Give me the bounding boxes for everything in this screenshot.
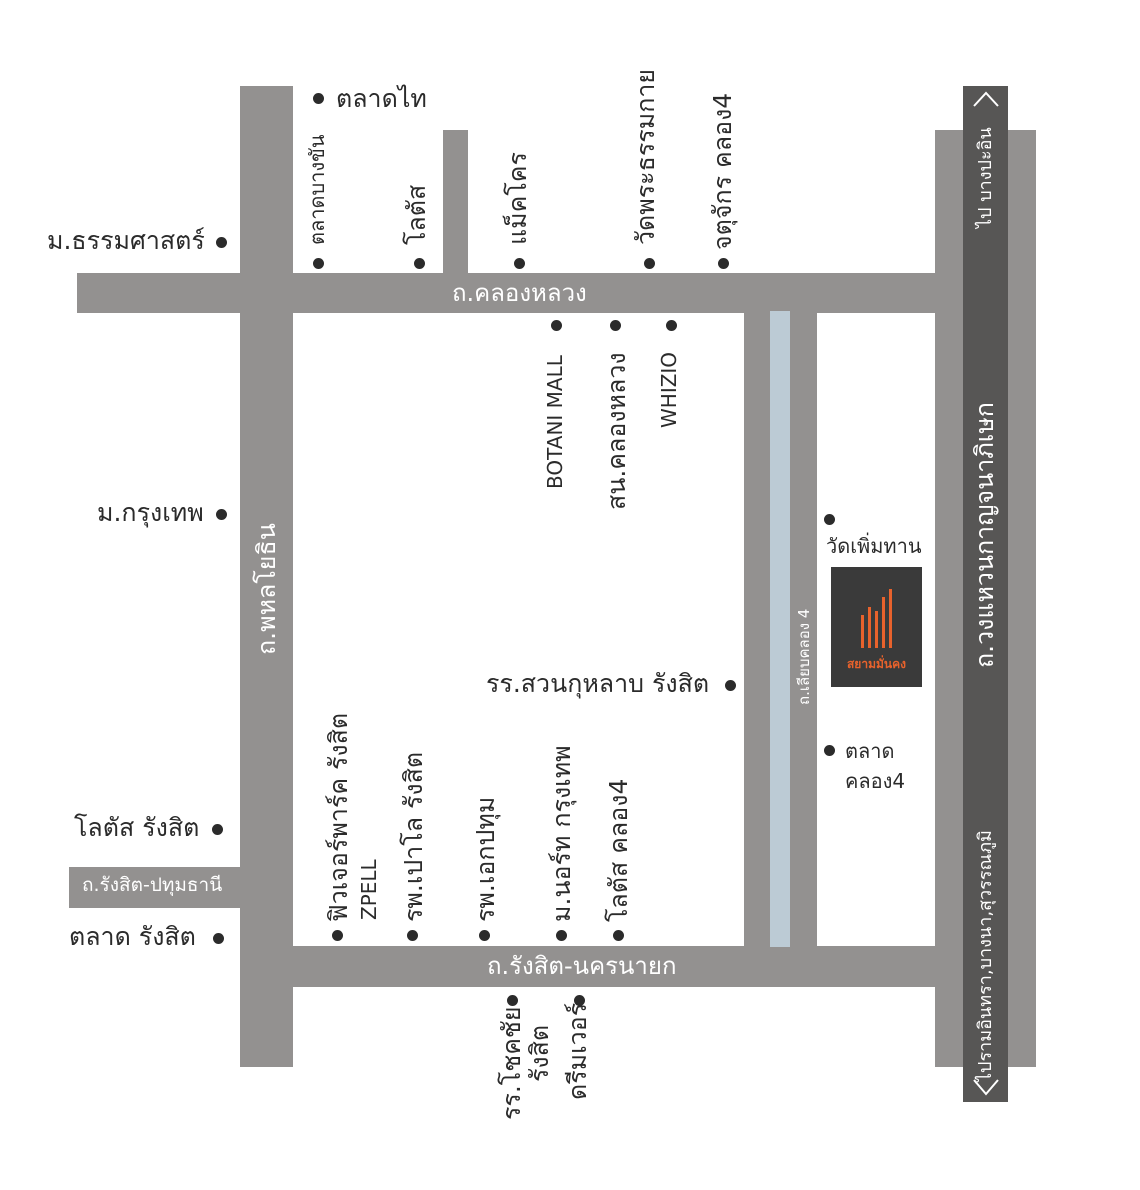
side-road-top bbox=[443, 130, 468, 275]
talat-khlong4-label-a: ตลาด bbox=[845, 739, 895, 763]
project-logo: สยามมั่นคง bbox=[831, 567, 922, 687]
khlong-4-canal bbox=[770, 311, 790, 947]
lotus-khlong4-label: โลตัส คลอง4 bbox=[604, 778, 633, 922]
wat-phra-dhammakaya-label: วัดพระธรรมกาย bbox=[631, 68, 660, 245]
future-park-label: ฟิวเจอร์พาร์ค รังสิต bbox=[324, 712, 353, 922]
zpell-label: ZPELL bbox=[357, 859, 381, 920]
makro-marker bbox=[514, 258, 525, 269]
building-bars-icon bbox=[861, 589, 892, 648]
thammasat-label: ม.ธรรมศาสตร์ bbox=[47, 226, 205, 255]
wat-phra-dhammakaya-marker bbox=[644, 258, 655, 269]
chevron-up-icon bbox=[973, 91, 999, 107]
sn-khlong-luang-marker bbox=[610, 320, 621, 331]
wat-phoem-label: วัดเพิ่มทาน bbox=[826, 534, 922, 558]
suan-kulap-label: รร.สวนกุหลาบ รังสิต bbox=[486, 669, 710, 698]
makro-label: แม็คโคร bbox=[503, 152, 532, 245]
chokchai-label-2: รังสิต bbox=[525, 1024, 554, 1082]
paolo-marker bbox=[407, 930, 418, 941]
rangsit-nakhon-nayok-road bbox=[240, 946, 1007, 987]
talat-bang-khan-marker bbox=[313, 258, 324, 269]
north-bangkok-marker bbox=[556, 930, 567, 941]
lotus-rangsit-label: โลตัส รังสิต bbox=[74, 813, 200, 842]
kanchanaphisek-label: ถ.วงแหวนกาญจนาภิเษก bbox=[970, 402, 999, 668]
lotus-khlong4-marker bbox=[613, 930, 624, 941]
phahon-yothin-road bbox=[240, 86, 293, 1067]
dreamworld-marker bbox=[574, 995, 585, 1006]
lotus-top-label: โลตัส bbox=[402, 184, 431, 245]
botani-mall-marker bbox=[551, 320, 562, 331]
krungthep-university-marker bbox=[216, 509, 227, 520]
chatuchak-khlong4-marker bbox=[718, 258, 729, 269]
chokchai-marker bbox=[507, 995, 518, 1006]
khlong-luang-road bbox=[77, 273, 1007, 313]
kanchanaphisek-road bbox=[963, 86, 1008, 1102]
ekpathum-label: รพ.เอกปทุม bbox=[471, 796, 500, 922]
to-bang-pa-in-label: ไป บางปะอิน bbox=[975, 127, 996, 228]
liap-khlong-4-label: ถ.เลียบคลอง 4 bbox=[795, 608, 813, 705]
paolo-label: รพ.เปาโล รังสิต bbox=[399, 751, 428, 922]
lotus-rangsit-marker bbox=[212, 824, 223, 835]
khlong-luang-label: ถ.คลองหลวง bbox=[452, 279, 587, 307]
suan-kulap-marker bbox=[725, 680, 736, 691]
dreamworld-label: ดรีมเวอร์ bbox=[563, 1002, 592, 1100]
talat-bang-khan-label: ตลาดบางขัน bbox=[305, 134, 329, 246]
krungthep-university-label: ม.กรุงเทพ bbox=[97, 498, 204, 527]
rangsit-pathum-road bbox=[69, 867, 242, 908]
botani-mall-label: BOTANI MALL bbox=[543, 355, 567, 489]
sn-khlong-luang-label: สน.คลองหลวง bbox=[602, 352, 631, 510]
whizdom-label: WHIZIO bbox=[657, 351, 681, 428]
talat-thai-label: ตลาดไท bbox=[336, 84, 427, 113]
to-ramintra-label: ไปรามอินทรา,บางนา,สุวรรณภูมิ bbox=[975, 830, 996, 1082]
chokchai-label: รร.โชคชัย bbox=[497, 1006, 526, 1120]
rangsit-nakhon-nayok-label: ถ.รังสิต-นครนายก bbox=[487, 952, 677, 980]
talat-rangsit-label: ตลาด รังสิต bbox=[69, 922, 196, 951]
whizdom-marker bbox=[666, 320, 677, 331]
chatuchak-khlong4-label: จตุจักร คลอง4 bbox=[708, 92, 737, 250]
chevron-down-icon bbox=[973, 1079, 999, 1096]
project-name: สยามมั่นคง bbox=[846, 657, 906, 671]
future-park-marker bbox=[332, 930, 343, 941]
talat-rangsit-marker bbox=[213, 933, 224, 944]
north-bangkok-label: ม.นอร์ท กรุงเทพ bbox=[547, 745, 576, 922]
lotus-top-marker bbox=[414, 258, 425, 269]
wat-phoem-marker bbox=[824, 514, 835, 525]
thammasat-marker bbox=[216, 237, 227, 248]
talat-khlong4-label-b: คลอง4 bbox=[845, 769, 906, 793]
ekpathum-marker bbox=[479, 930, 490, 941]
talat-khlong4-marker bbox=[824, 745, 835, 756]
rangsit-pathum-label: ถ.รังสิต-ปทุมธานี bbox=[82, 874, 223, 896]
phahon-yothin-label: ถ.พหลโยธิน bbox=[252, 523, 281, 655]
talat-thai-marker bbox=[313, 93, 324, 104]
